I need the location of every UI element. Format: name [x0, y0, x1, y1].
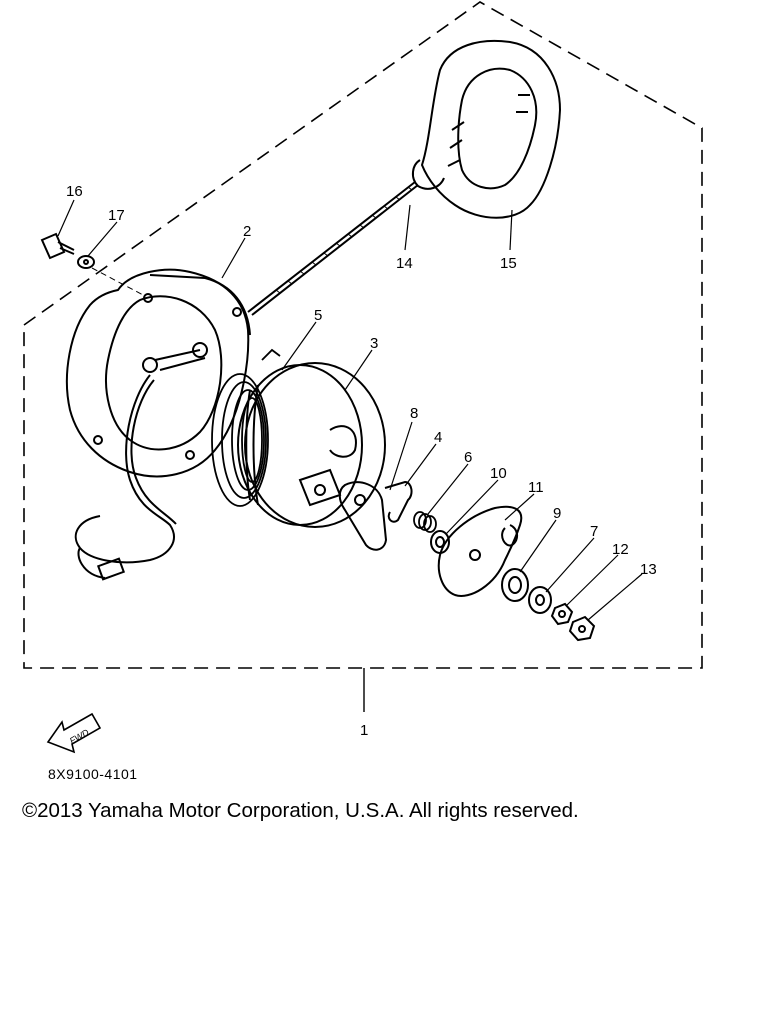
callout-9: 9 — [553, 505, 561, 522]
nut-part-13 — [568, 615, 596, 642]
spring-part-6 — [413, 511, 437, 533]
starter-housing — [65, 268, 251, 478]
washer-part-9 — [501, 568, 529, 602]
callout-12: 12 — [612, 541, 629, 558]
callout-leaders — [57, 199, 643, 621]
callout-17: 17 — [108, 207, 125, 224]
callout-1: 1 — [360, 722, 368, 739]
recoil-spring-part-5 — [211, 348, 281, 507]
callout-15: 15 — [500, 255, 517, 272]
callout-7: 7 — [590, 523, 598, 540]
fwd-arrow-icon: FWD — [46, 712, 102, 754]
washer-part-17 — [77, 255, 95, 269]
pawl-spring-part-4 — [384, 480, 413, 523]
starter-rope — [247, 181, 419, 316]
callout-3: 3 — [370, 335, 378, 352]
stop-switch-cable — [74, 374, 177, 581]
drawing-code: 8X9100-4101 — [48, 766, 138, 782]
callout-6: 6 — [464, 449, 472, 466]
starter-handle — [412, 39, 562, 219]
callout-5: 5 — [314, 307, 322, 324]
callout-16: 16 — [66, 183, 83, 200]
pawl-part-8 — [338, 481, 388, 551]
nut-part-12 — [550, 602, 574, 626]
callout-10: 10 — [490, 465, 507, 482]
callout-4: 4 — [434, 429, 442, 446]
copyright-notice: ©2013 Yamaha Motor Corporation, U.S.A. A… — [22, 799, 579, 822]
callout-14: 14 — [396, 255, 413, 272]
bolt-part-16 — [40, 232, 75, 260]
washer-part-7 — [528, 586, 552, 614]
assembly-boundary — [23, 1, 703, 669]
callout-8: 8 — [410, 405, 418, 422]
callout-2: 2 — [243, 223, 251, 240]
callout-11: 11 — [528, 479, 544, 496]
drive-plate-part-11 — [437, 505, 523, 597]
leader-17-to-housing — [91, 267, 146, 297]
pulley-part-3 — [237, 362, 386, 528]
callout-13: 13 — [640, 561, 657, 578]
